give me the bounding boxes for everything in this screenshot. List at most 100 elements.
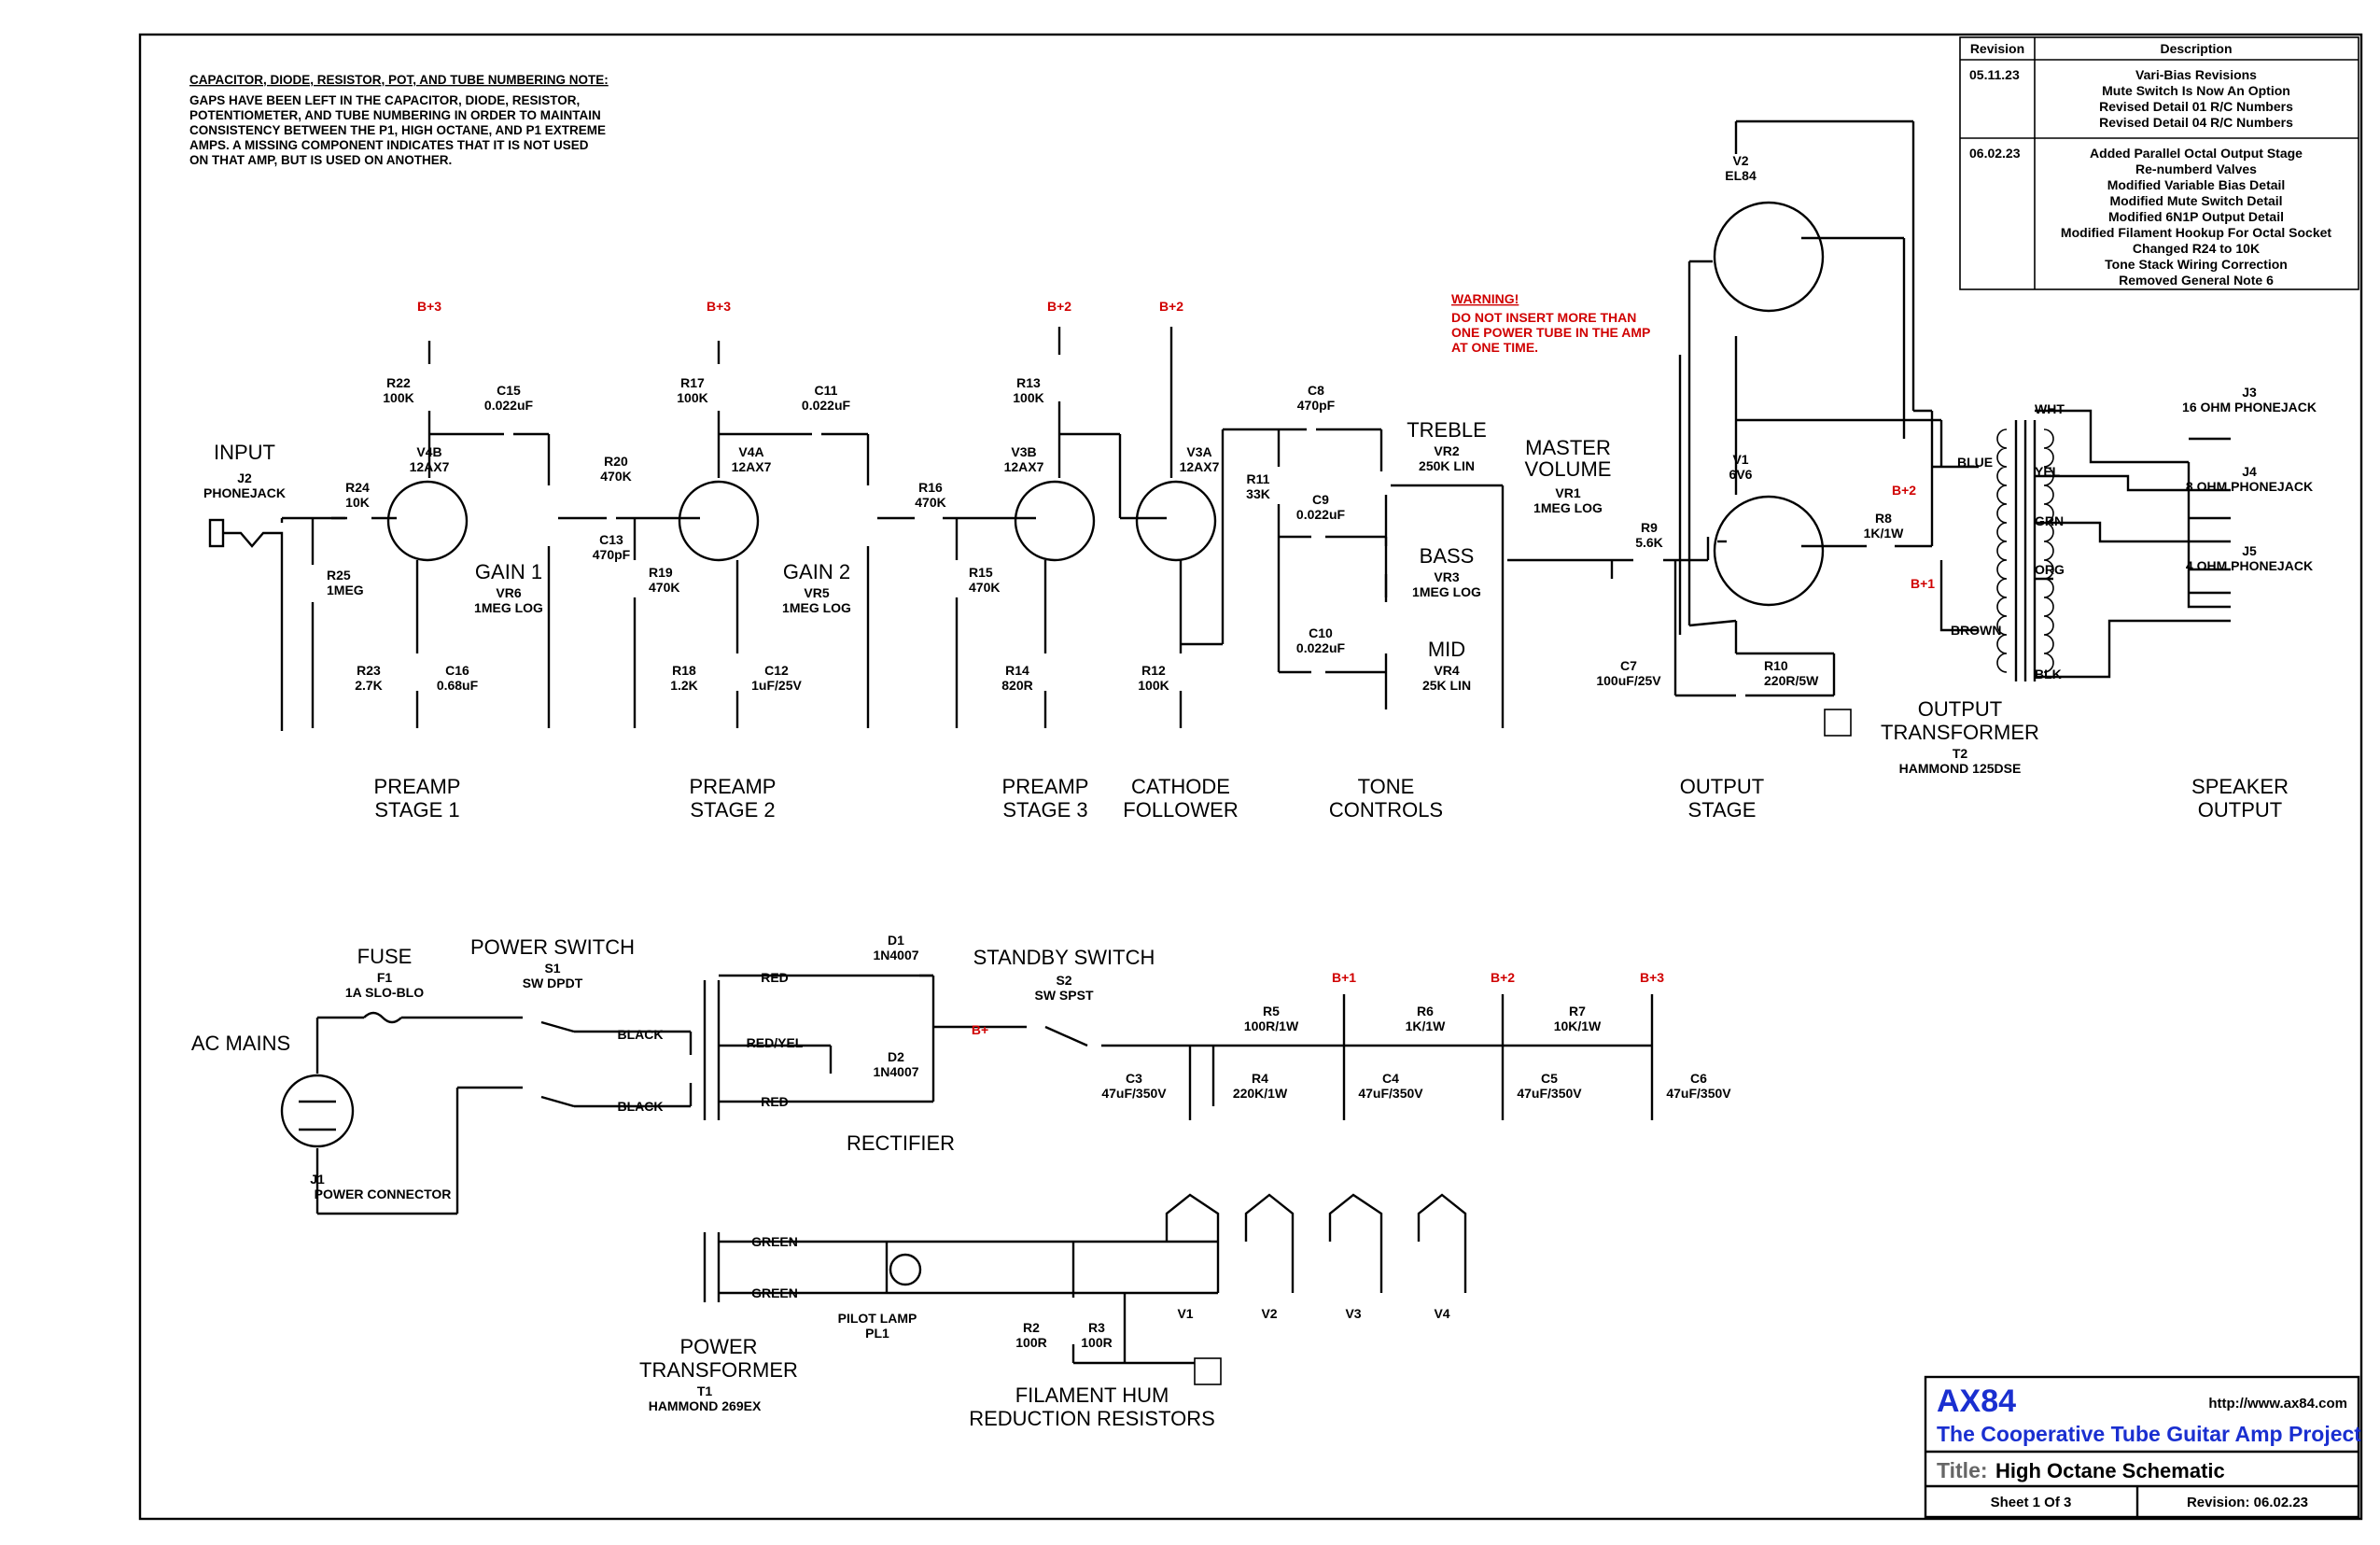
revision-table: Revision Description 05.11.23 Vari-Bias … [1959, 36, 2359, 290]
section-label: PREAMP [374, 775, 461, 798]
wire-brown: BROWN [1951, 623, 2001, 638]
heater-v3: V3 [1345, 1306, 1361, 1321]
c13-ref: C13 [599, 532, 623, 547]
note-line: GAPS HAVE BEEN LEFT IN THE CAPACITOR, DI… [189, 93, 580, 107]
r12-value: 100K [1138, 678, 1169, 693]
j3-value: 16 OHM PHONEJACK [2182, 400, 2317, 414]
revision-date: 06.02.23 [1969, 146, 2021, 161]
c5-value: 47uF/350V [1517, 1086, 1582, 1101]
r8-value: 1K/1W [1864, 526, 1905, 541]
wire-black: BLACK [618, 1099, 664, 1114]
s1-value: SW DPDT [523, 976, 583, 990]
r9-value: 5.6K [1635, 535, 1663, 550]
section-label: REDUCTION RESISTORS [969, 1407, 1215, 1430]
c7-ref: C7 [1620, 658, 1637, 673]
j4-value: 8 OHM PHONEJACK [2186, 479, 2313, 494]
revision-header: Revision [1970, 41, 2024, 56]
b2-label: B+2 [1047, 299, 1071, 314]
section-label: STAGE 2 [690, 798, 775, 822]
section-label: TRANSFORMER [639, 1358, 798, 1382]
section-label: CONTROLS [1329, 798, 1443, 822]
r9-ref: R9 [1641, 520, 1658, 535]
mid-label: MID [1428, 638, 1465, 661]
wire-grn: GRN [2035, 513, 2064, 528]
section-label: FOLLOWER [1123, 798, 1238, 822]
vr5-ref: VR5 [804, 585, 829, 600]
vr3-ref: VR3 [1434, 569, 1459, 584]
section-label: PREAMP [690, 775, 777, 798]
v3b-value: 12AX7 [1004, 459, 1044, 474]
title-label: Title: [1937, 1458, 1988, 1482]
r7-ref: R7 [1569, 1004, 1586, 1018]
j4-ref: J4 [2242, 464, 2257, 479]
note-line: CONSISTENCY BETWEEN THE P1, HIGH OCTANE,… [189, 123, 606, 137]
wire-org: ORG [2035, 562, 2065, 577]
c9-value: 0.022uF [1296, 507, 1346, 522]
fuse-label: FUSE [357, 945, 413, 968]
b2-label: B+2 [1159, 299, 1183, 314]
r20-ref: R20 [604, 454, 628, 469]
heater-sockets [1165, 1193, 1467, 1242]
section-label: TONE [1358, 775, 1415, 798]
c10-value: 0.022uF [1296, 640, 1346, 655]
heater-v2: V2 [1261, 1306, 1277, 1321]
j2-value: PHONEJACK [203, 485, 286, 500]
b2-label: B+2 [1491, 970, 1515, 985]
warning-line: AT ONE TIME. [1451, 340, 1538, 355]
vr2-value: 250K LIN [1419, 458, 1475, 473]
r17-ref: R17 [680, 375, 705, 390]
wire-red: RED [761, 970, 789, 985]
section-label: STAGE [1688, 798, 1757, 822]
master-label: MASTER [1525, 436, 1611, 459]
gain2-label: GAIN 2 [783, 560, 850, 583]
f1-ref: F1 [377, 970, 393, 985]
c4-ref: C4 [1382, 1071, 1399, 1086]
revision-desc: Added Parallel Octal Output Stage [2090, 146, 2303, 161]
v4b-value: 12AX7 [410, 459, 450, 474]
r10-ref: R10 [1764, 658, 1788, 673]
c12-value: 1uF/25V [751, 678, 802, 693]
sheet-number: Sheet 1 Of 3 [1991, 1495, 2072, 1510]
revision-desc: Modified Mute Switch Detail [2109, 193, 2282, 208]
r14-ref: R14 [1005, 663, 1029, 678]
note-line: POTENTIOMETER, AND TUBE NUMBERING IN ORD… [189, 108, 601, 122]
c15-ref: C15 [497, 383, 521, 398]
c8-value: 470pF [1297, 398, 1336, 413]
section-label: STAGE 3 [1002, 798, 1087, 822]
wire-black: BLACK [618, 1027, 664, 1042]
power-wiring [280, 974, 1654, 1365]
wire-redyel: RED/YEL [747, 1035, 804, 1050]
r3-value: 100R [1081, 1335, 1112, 1350]
b1-label: B+1 [1332, 970, 1356, 985]
c13-value: 470pF [593, 547, 631, 562]
bplus-label: B+ [972, 1022, 988, 1037]
revision-desc: Revised Detail 04 R/C Numbers [2099, 115, 2293, 130]
c7-value: 100uF/25V [1596, 673, 1661, 688]
note-line: AMPS. A MISSING COMPONENT INDICATES THAT… [189, 138, 589, 152]
r5-ref: R5 [1263, 1004, 1280, 1018]
revision-desc: Mute Switch Is Now An Option [2102, 83, 2290, 98]
s1-ref: S1 [544, 961, 560, 976]
r14-value: 820R [1001, 678, 1032, 693]
vr5-value: 1MEG LOG [782, 600, 851, 615]
treble-label: TREBLE [1407, 418, 1487, 442]
section-label: OUTPUT [1680, 775, 1764, 798]
description-header: Description [2160, 41, 2232, 56]
v3a-ref: V3A [1186, 444, 1211, 459]
vr6-ref: VR6 [496, 585, 521, 600]
t2-value: HAMMOND 125DSE [1899, 761, 2022, 776]
c11-ref: C11 [815, 383, 838, 398]
r13-ref: R13 [1016, 375, 1041, 390]
r11-ref: R11 [1247, 471, 1270, 486]
r25-ref: R25 [327, 568, 351, 583]
c11-value: 0.022uF [802, 398, 851, 413]
t1-ref: T1 [697, 1383, 713, 1398]
j1-value: POWER CONNECTOR [315, 1187, 452, 1201]
c16-ref: C16 [445, 663, 469, 678]
v2-ref: V2 [1732, 153, 1748, 168]
wire-wht: WHT [2035, 401, 2065, 416]
standby-label: STANDBY SWITCH [973, 946, 1155, 969]
r7-value: 10K/1W [1554, 1018, 1602, 1033]
revision-number: Revision: 06.02.23 [2187, 1495, 2308, 1510]
c15-value: 0.022uF [484, 398, 534, 413]
